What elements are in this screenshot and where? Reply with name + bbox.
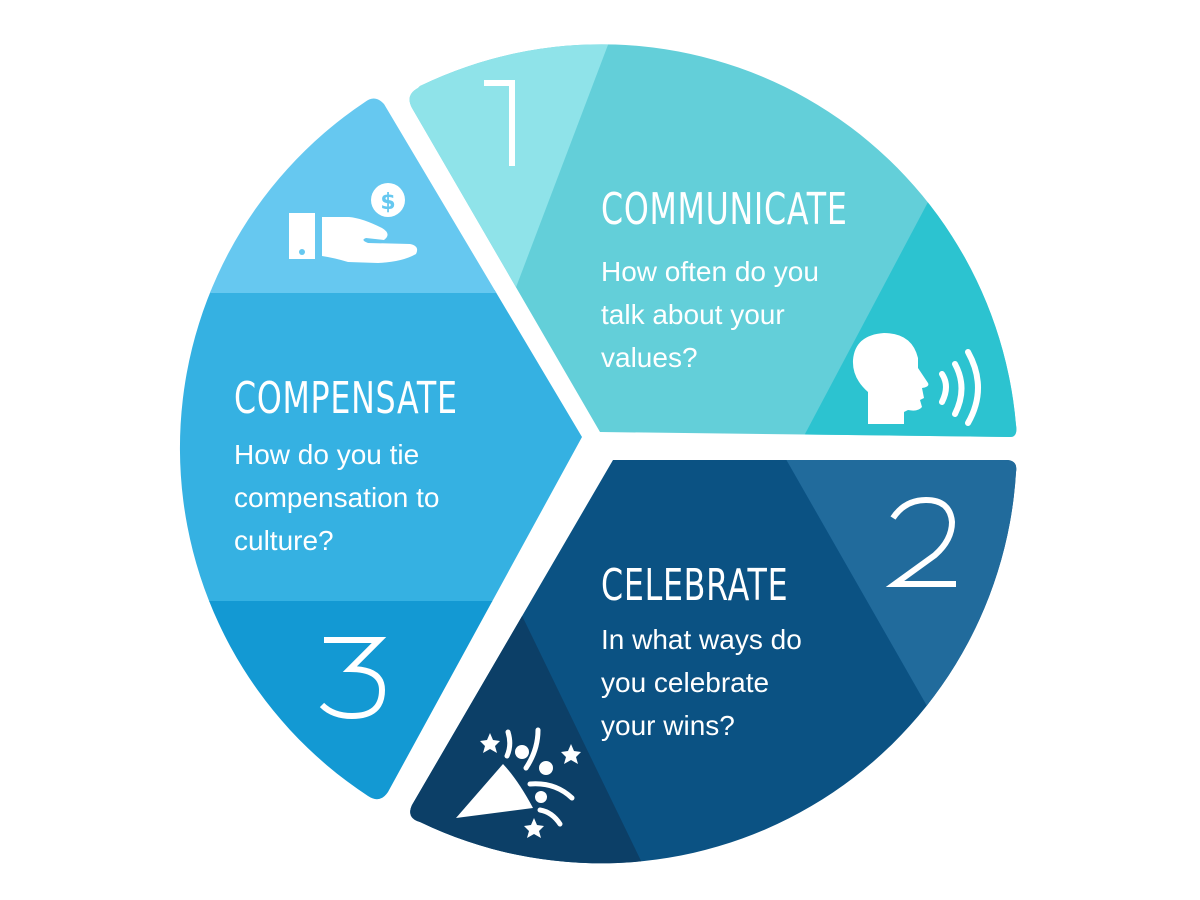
speaking-head-icon	[852, 333, 981, 426]
svg-text:$: $	[380, 190, 395, 215]
number-1	[484, 80, 515, 166]
party-popper-icon	[456, 727, 581, 838]
number-3	[319, 637, 387, 720]
number-2	[885, 496, 956, 587]
hand-with-coin-icon: $	[289, 183, 418, 263]
